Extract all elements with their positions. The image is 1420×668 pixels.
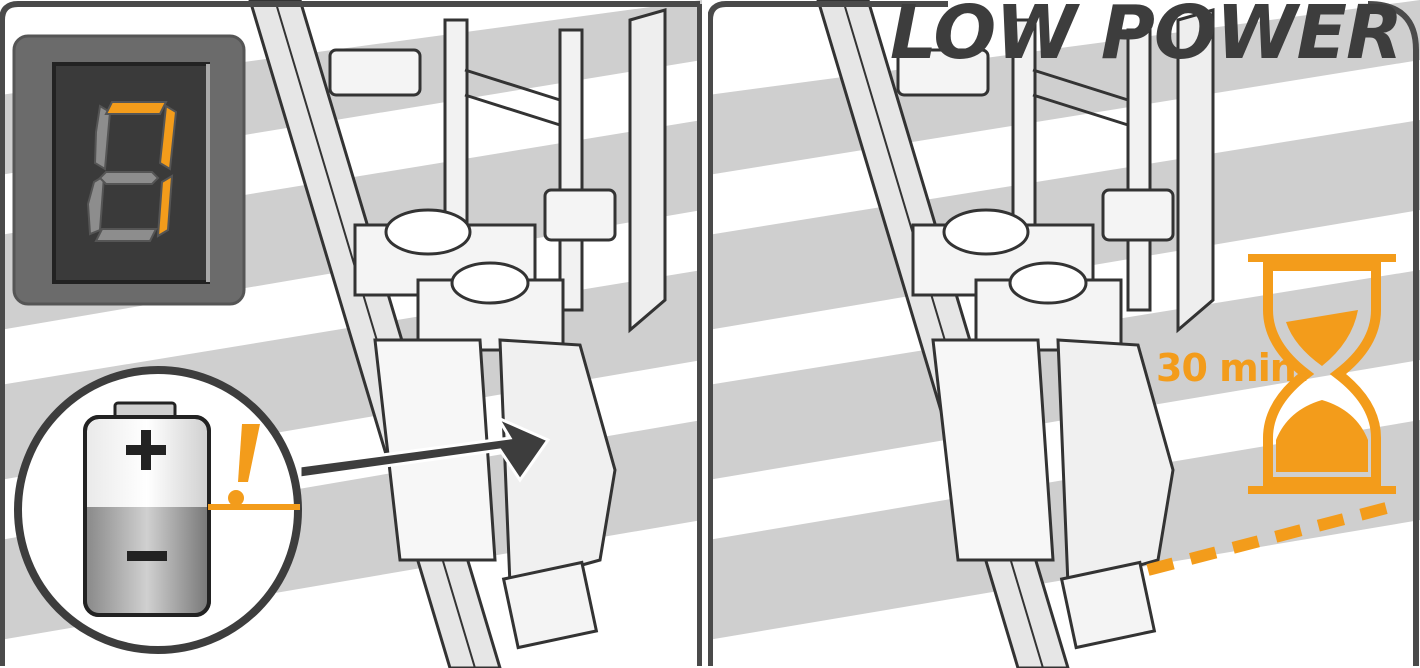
callout-arrow: [298, 414, 551, 483]
timer-label: 30 min.: [1156, 346, 1310, 390]
page-title: LOW POWER: [889, 0, 1403, 76]
hourglass-icon: [1248, 254, 1396, 494]
panel-low-battery: [0, 0, 702, 668]
exclamation-icon: [208, 424, 300, 510]
seven-segment-display-icon: [12, 34, 246, 306]
stairlift-illustration-right: [708, 0, 1420, 668]
battery-low-icon: [14, 366, 302, 654]
panel-low-power: 30 min.: [708, 0, 1420, 668]
